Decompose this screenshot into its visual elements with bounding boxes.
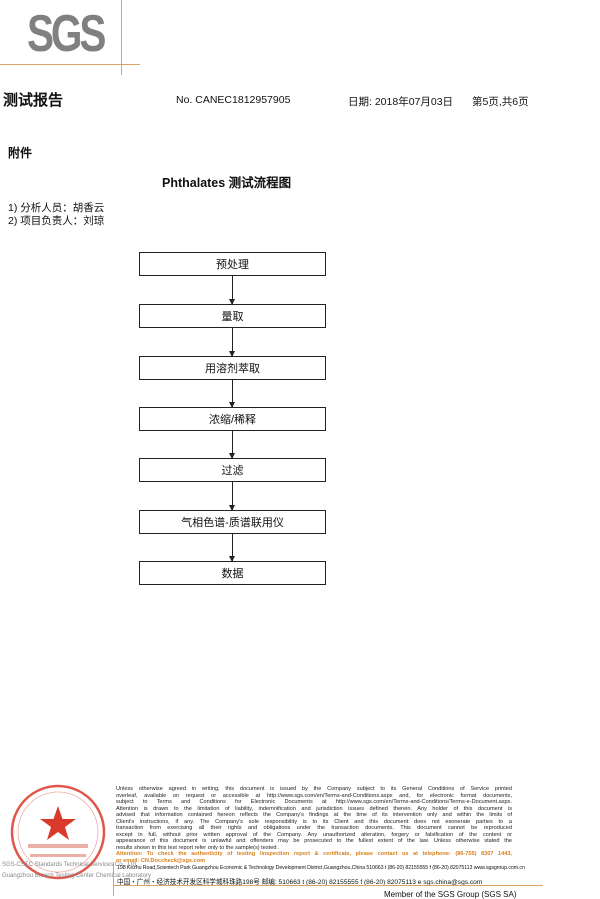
flow-arrow: [229, 276, 235, 305]
logo-rule-vertical: [121, 0, 122, 75]
flow-arrow: [229, 380, 235, 408]
terms-line: except in full, without prior written ap…: [116, 831, 512, 838]
terms-line: results shown in this test report refer …: [116, 844, 280, 851]
footer-rule-horizontal: [113, 885, 543, 886]
company-name-en: SGS-CSTC Standards Technical Services Co…: [2, 862, 138, 868]
report-date: 日期: 2018年07月03日: [348, 96, 454, 108]
footer-rule-vertical: [113, 862, 114, 896]
flow-step: 浓缩/稀释: [139, 407, 326, 431]
attention-line: Attention: To check the authenticity of …: [116, 851, 512, 857]
terms-line: subject to Terms and Conditions for Elec…: [116, 799, 512, 805]
address-cn: 中国・广州・经济技术开发区科学城科珠路198号 邮编: 510663 t (86…: [117, 879, 483, 886]
flow-arrow: [229, 482, 235, 511]
flow-step: 过滤: [139, 458, 326, 482]
project-lead: 2) 项目负责人：刘琼: [8, 215, 105, 227]
flow-arrow: [229, 328, 235, 357]
attention-email[interactable]: or email: CN.Doccheck@sgs.com: [116, 857, 206, 864]
terms-line: Unless otherwise agreed in writing, this…: [116, 786, 512, 792]
page-number: 第5页,共6页: [472, 96, 529, 108]
terms-line: advised that information contained hereo…: [116, 812, 512, 818]
report-number: No. CANEC1812957905: [176, 94, 291, 106]
flow-step: 量取: [139, 304, 326, 328]
flow-step: 用溶剂萃取: [139, 356, 326, 380]
flow-arrow: [229, 534, 235, 562]
terms-line: transaction from exercising all their ri…: [116, 825, 512, 831]
address-en: 198 Kezhu Road,Scientech Park Guangzhou …: [117, 865, 525, 871]
analyst: 1) 分析人员：胡香云: [8, 202, 105, 214]
report-title: 测试报告: [3, 92, 64, 109]
flow-step: 预处理: [139, 252, 326, 276]
star-icon: [40, 806, 76, 840]
terms-line: appearance of this document is unlawful …: [116, 838, 512, 844]
lab-name-en: Guangzhou Branch Testing Center Chemical…: [2, 873, 151, 879]
sgs-logo: SGS: [27, 5, 106, 63]
flow-step: 数据: [139, 561, 326, 585]
company-stamp: [10, 784, 106, 880]
member-text: Member of the SGS Group (SGS SA): [384, 890, 517, 899]
logo-rule-horizontal: [0, 64, 140, 65]
flow-title: Phthalates 测试流程图: [162, 176, 292, 190]
flow-step: 气相色谱-质谱联用仪: [139, 510, 326, 534]
section-heading: 附件: [8, 146, 33, 160]
terms-line: Attention is drawn to the limitation of …: [116, 805, 512, 812]
flow-arrow: [229, 431, 235, 459]
terms-line: overleaf, available on request or access…: [116, 792, 512, 799]
terms-line: Client's instructions, if any. The Compa…: [116, 818, 512, 825]
